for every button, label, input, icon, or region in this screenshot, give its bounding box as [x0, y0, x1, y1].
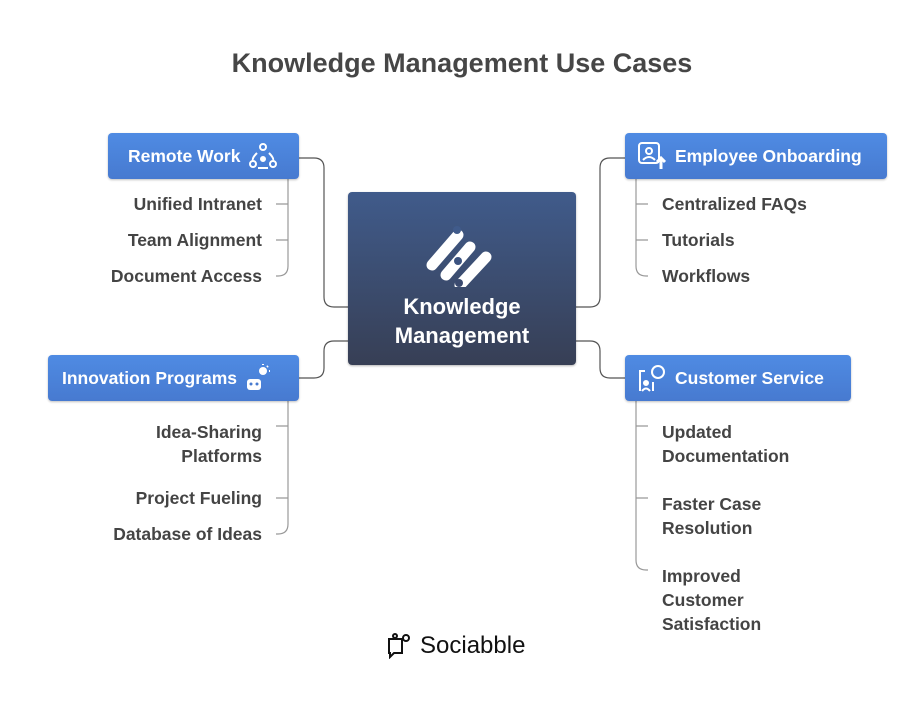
list-item: Faster Case Resolution	[662, 494, 762, 538]
center-title-line1: Knowledge	[403, 294, 521, 319]
category-label: Remote Work	[128, 145, 241, 166]
center-title-line2: Management	[394, 323, 530, 348]
list-item: Updated Documentation	[662, 422, 790, 466]
category-remote-work[interactable]: Remote Work	[108, 133, 299, 179]
robot-lightbulb-icon	[247, 364, 271, 390]
category-customer-service[interactable]: Customer Service	[625, 355, 851, 401]
list-item: Document Access	[110, 266, 262, 286]
list-item: Team Alignment	[127, 230, 262, 250]
list-item: Workflows	[662, 266, 751, 286]
network-people-icon	[249, 143, 278, 169]
list-item: Unified Intranet	[133, 194, 262, 214]
list-item: Improved Customer Satisfaction	[662, 566, 762, 634]
knowledge-sliders-icon	[426, 226, 492, 287]
logo-text: Sociabble	[420, 632, 526, 659]
sociabble-logo: Sociabble	[386, 632, 525, 660]
category-innovation-programs[interactable]: Innovation Programs	[48, 355, 299, 401]
list-item: Tutorials	[662, 230, 735, 250]
diagram-title: Knowledge Management Use Cases	[231, 48, 693, 78]
user-upload-icon	[638, 142, 667, 169]
category-label: Employee Onboarding	[675, 145, 862, 166]
list-item: Idea-Sharing Platforms	[156, 422, 262, 466]
list-item: Project Fueling	[135, 488, 262, 508]
list-item: Centralized FAQs	[662, 194, 807, 214]
category-label: Innovation Programs	[62, 367, 238, 388]
chat-support-icon	[639, 365, 665, 392]
sociabble-logo-icon	[388, 633, 410, 659]
list-item: Database of Ideas	[113, 524, 262, 544]
category-employee-onboarding[interactable]: Employee Onboarding	[625, 133, 887, 179]
category-label: Customer Service	[675, 367, 824, 388]
